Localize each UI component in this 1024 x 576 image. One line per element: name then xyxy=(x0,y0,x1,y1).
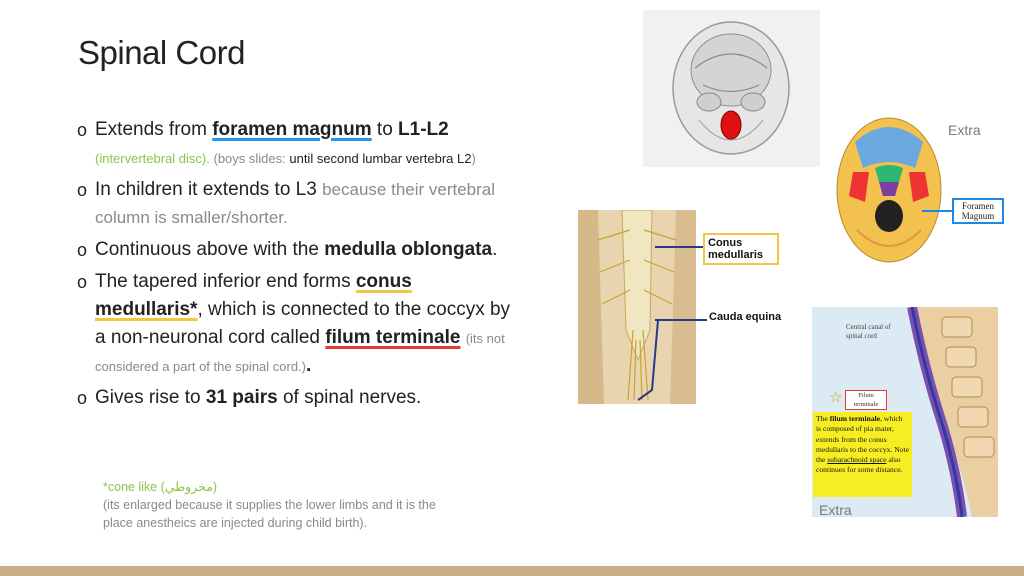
bullet-aside: because their vertebral column is smalle… xyxy=(95,180,496,227)
central-canal-label: Central canal of spinal cord xyxy=(846,323,891,340)
conus-medullaris-label: Conus medullaris xyxy=(703,233,779,265)
bullet-text: Gives rise to xyxy=(95,387,206,408)
bullet-item: o Extends from foramen magnum to L1-L2 (… xyxy=(77,116,517,172)
footer-bar xyxy=(0,566,1024,576)
bullet-text: , which is connected to the coccyx by a … xyxy=(95,299,511,348)
term-medulla-oblongata: medulla oblongata xyxy=(324,239,493,260)
conus-pointer xyxy=(655,246,703,248)
cauda-pointer xyxy=(655,319,707,321)
filum-terminale-label: Filum terminale xyxy=(845,390,887,410)
bullet-text: . xyxy=(492,239,498,260)
filum-caption-box: The filum terminale, which is composed o… xyxy=(813,412,912,497)
bullet-text: In children it extends to L3 xyxy=(95,179,323,200)
caption-text: , which is composed of pia mater, extend… xyxy=(816,414,909,465)
footnote-line-1: *cone like (مخروطي) xyxy=(103,480,218,494)
cauda-equina-label: Cauda equina xyxy=(709,311,782,323)
bullet-text: The tapered inferior end forms xyxy=(95,271,356,292)
bullet-item: o The tapered inferior end forms conus m… xyxy=(77,268,517,380)
spinal-cord-image xyxy=(578,210,696,404)
term-foramen-magnum: foramen magnum xyxy=(212,119,372,140)
foramen-pointer xyxy=(922,210,952,212)
term-31-pairs: 31 pairs xyxy=(205,387,278,408)
bullet-item: o Gives rise to 31 pairs of spinal nerve… xyxy=(77,384,517,412)
bullet-item: o Continuous above with the medulla oblo… xyxy=(77,236,517,264)
extra-label-top: Extra xyxy=(948,122,981,138)
footnote-line-2: (its enlarged because it supplies the lo… xyxy=(103,498,436,530)
term-conus-medullaris: conus medullaris* xyxy=(95,271,412,320)
footnote: *cone like (مخروطي) (its enlarged becaus… xyxy=(103,478,463,532)
bullet-marker: o xyxy=(77,240,88,260)
bullet-marker: o xyxy=(77,120,88,140)
caption-term: subarachnoid space xyxy=(827,455,887,465)
note-boys-close: ) xyxy=(471,151,476,166)
bullet-marker: o xyxy=(77,272,88,292)
note-boys-text: until second lumbar vertebra L2 xyxy=(289,151,472,166)
filum-label-text: Filum terminale xyxy=(853,392,879,408)
caption-text: also continues for some distance. xyxy=(816,455,903,475)
spinal-cord-drawing xyxy=(578,210,696,404)
bullet-text: to xyxy=(371,119,399,140)
conus-label-text: Conus medullaris xyxy=(708,237,764,261)
star-icon: ☆ xyxy=(829,389,843,406)
skull-drawing xyxy=(672,21,790,155)
note-boys-prefix: (boys slides: xyxy=(213,151,290,166)
term-filum-terminale: filum terminale xyxy=(325,327,461,348)
bullet-list: o Extends from foramen magnum to L1-L2 (… xyxy=(77,116,517,416)
bullet-text: of spinal nerves. xyxy=(277,387,422,408)
foramen-magnum-label: Foramen Magnum xyxy=(952,198,1004,224)
skull-base-drawing xyxy=(836,117,942,263)
bullet-marker: o xyxy=(77,388,88,408)
caption-term: filum terminale xyxy=(829,414,881,423)
slide-title: Spinal Cord xyxy=(78,34,245,71)
bullet-item: o In children it extends to L3 because t… xyxy=(77,176,517,232)
bullet-aside: (its not considered a part of the spinal… xyxy=(95,331,505,374)
bullet-text: Extends from xyxy=(95,119,213,140)
extra-label-bottom: Extra xyxy=(819,502,852,518)
bullet-marker: o xyxy=(77,180,88,200)
bullet-text: Continuous above with the xyxy=(95,239,325,260)
term-l1-l2: L1-L2 xyxy=(398,119,449,140)
foramen-magnum-label-text: Foramen Magnum xyxy=(961,201,995,221)
skull-inferior-image xyxy=(643,10,820,167)
bullet-text: . xyxy=(306,355,312,376)
caption-text: The xyxy=(816,414,830,423)
note-intervertebral: (intervertebral disc). xyxy=(95,151,214,166)
skull-base-image xyxy=(835,112,943,264)
